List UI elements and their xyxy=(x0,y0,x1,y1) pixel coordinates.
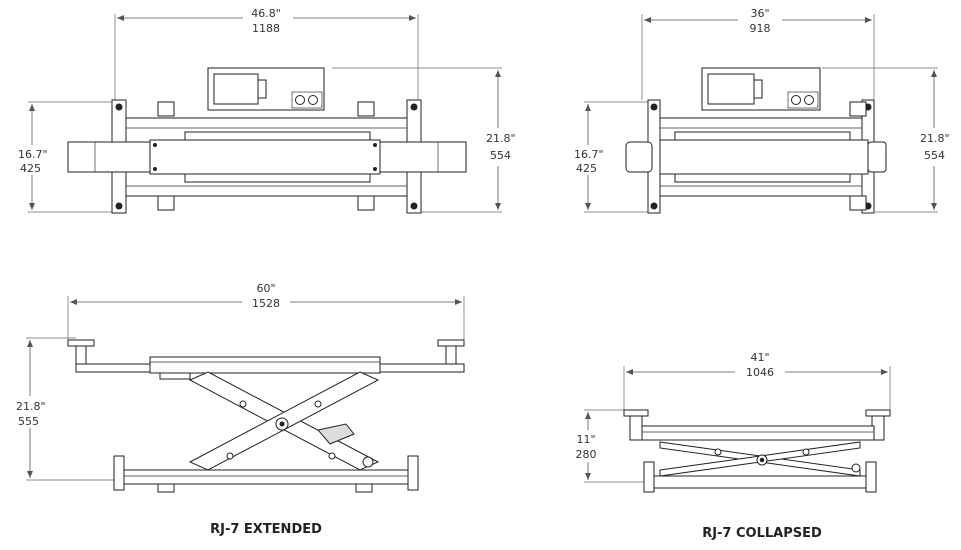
height-inches: 21.8" xyxy=(16,400,46,413)
height-mm: 280 xyxy=(576,448,597,461)
top-view-collapsed: 36" 918 16.7" 425 21.8" 554 xyxy=(570,7,954,214)
overall-mm: 554 xyxy=(924,149,945,162)
width-mm: 1188 xyxy=(252,22,280,35)
hydraulic-cylinder xyxy=(317,423,355,445)
width-mm: 918 xyxy=(750,22,771,35)
caption-collapsed: RJ-7 COLLAPSED xyxy=(702,526,822,541)
right-pad xyxy=(437,339,465,347)
center-plate xyxy=(149,139,381,175)
overall-inches: 21.8" xyxy=(920,132,950,145)
base-frame xyxy=(647,475,873,489)
width-mm: 1528 xyxy=(252,297,280,310)
side-view-extended: 60" 1528 21.8" 555 RJ-7 EXTENDED xyxy=(12,282,465,537)
height-inches: 11" xyxy=(576,433,595,446)
top-view-extended: 46.8" 1188 16.7" 425 21.8" 554 xyxy=(14,7,520,214)
top-beam xyxy=(149,356,381,374)
base-frame xyxy=(117,469,414,485)
right-pad xyxy=(867,141,887,173)
depth-mm: 425 xyxy=(576,162,597,175)
side-view-collapsed: 41" 1046 11" 280 RJ-7 COLLAPSED xyxy=(570,351,891,541)
depth-mm: 425 xyxy=(20,162,41,175)
width-mm: 1046 xyxy=(746,366,774,379)
left-arm xyxy=(67,141,153,173)
overall-mm: 554 xyxy=(490,149,511,162)
width-inches: 60" xyxy=(256,282,275,295)
left-pad xyxy=(67,339,95,347)
left-pad xyxy=(625,141,653,173)
depth-inches: 16.7" xyxy=(574,148,604,161)
top-beam xyxy=(641,425,875,441)
width-inches: 46.8" xyxy=(251,7,281,20)
width-inches: 41" xyxy=(750,351,769,364)
center-plate xyxy=(659,139,869,175)
overall-inches: 21.8" xyxy=(486,132,516,145)
depth-inches: 16.7" xyxy=(18,148,48,161)
caption-extended: RJ-7 EXTENDED xyxy=(210,522,322,537)
height-mm: 555 xyxy=(18,415,39,428)
width-inches: 36" xyxy=(750,7,769,20)
right-arm xyxy=(379,141,467,173)
